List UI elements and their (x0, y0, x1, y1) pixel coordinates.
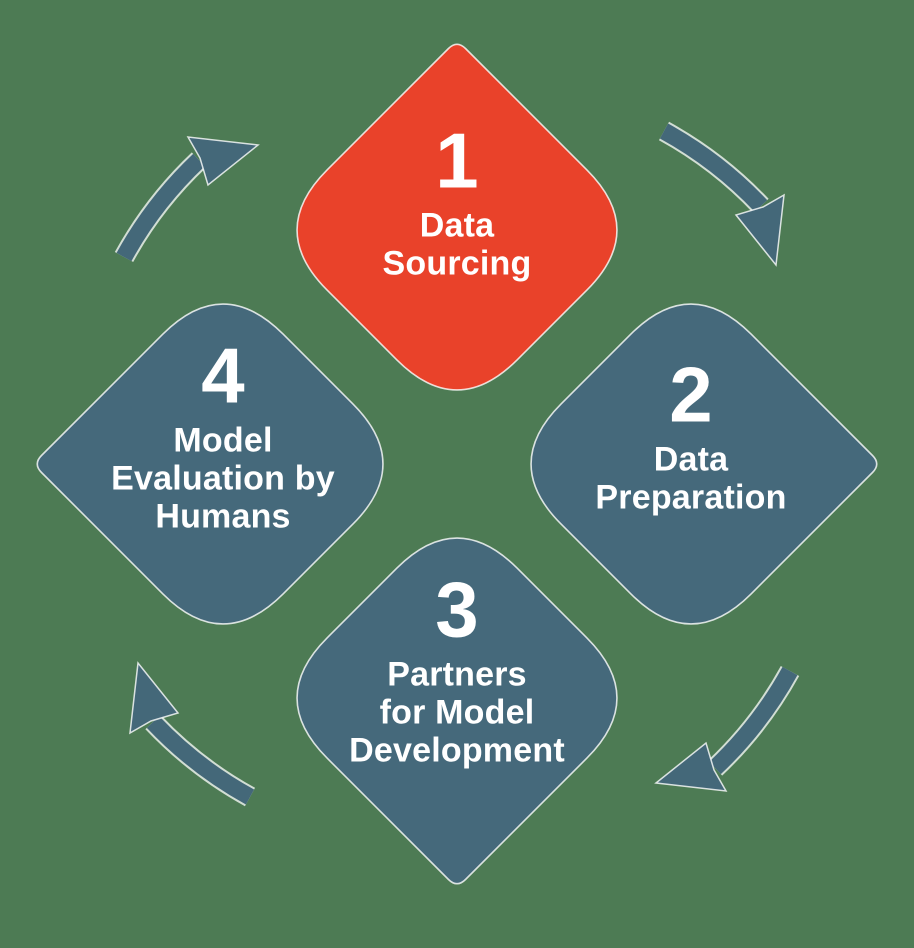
arrow-2-to-3 (656, 671, 790, 791)
node-shape-2-data-preparation (530, 303, 878, 625)
node-shape-4-model-evaluation-by-humans (36, 303, 384, 625)
node-shape-1-data-sourcing (296, 43, 618, 391)
arrow-1-to-2 (664, 131, 784, 265)
arrow-3-to-4 (130, 663, 250, 797)
arrow-4-to-1 (124, 137, 258, 257)
node-shape-3-partners-for-model-development (296, 537, 618, 885)
